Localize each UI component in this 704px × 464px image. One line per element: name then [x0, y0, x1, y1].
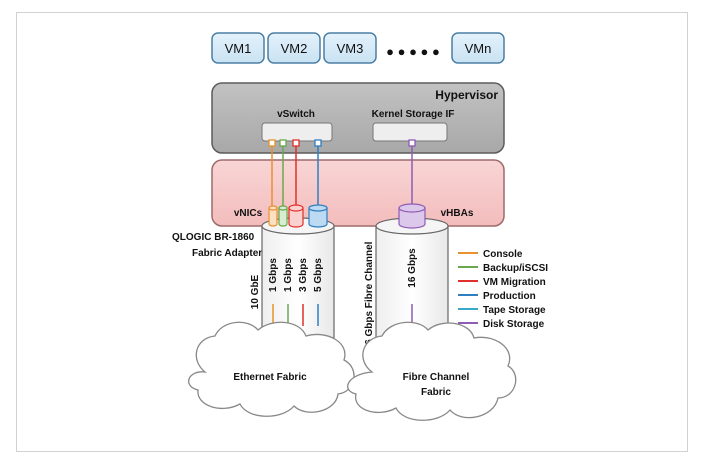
vhba-port-disk — [408, 139, 416, 147]
vhba-channel — [398, 139, 426, 229]
vnic-cyl-backup — [278, 207, 288, 227]
vnic-port-migration — [292, 139, 300, 147]
vnic-cyl-backup-top — [278, 205, 288, 211]
vm-box-3 — [323, 32, 377, 64]
fc-cloud-shape — [347, 321, 517, 421]
ethernet-cloud: Ethernet Fabric — [188, 321, 355, 417]
vhba-cyl-disk-top — [398, 203, 426, 213]
vnic-port-production — [314, 139, 322, 147]
legend-label-disk: Disk Storage — [483, 319, 545, 330]
vm-label-n: VMn — [465, 41, 492, 56]
kernel-storage-label: Kernel Storage IF — [372, 109, 455, 120]
eth-channel-label-1: 1 Gbps — [268, 258, 279, 292]
vnic-cyl-console — [268, 207, 278, 227]
vm-ellipsis: ● ● ● ● ● — [386, 44, 440, 59]
vnic-cyl-production-top — [308, 204, 328, 212]
vm-label-3: VM3 — [337, 41, 364, 56]
legend: Console Backup/iSCSI VM Migration Produc… — [458, 249, 548, 330]
fc-cloud-label-line2: Fabric — [421, 387, 451, 398]
legend-label-production: Production — [483, 291, 536, 302]
vnic-cyl-migration — [288, 207, 304, 228]
legend-label-backup: Backup/iSCSI — [483, 263, 548, 274]
vswitch-label: vSwitch — [277, 109, 315, 120]
fc-total-label: 16 Gbps Fibre Channel — [364, 241, 375, 350]
vnic-cylinders — [268, 204, 328, 228]
vnic-cyl-migration-top — [288, 204, 304, 212]
vnics-label: vNICs — [234, 208, 263, 219]
vm-label-2: VM2 — [281, 41, 308, 56]
vswitch-box — [261, 122, 333, 142]
vnic-port-backup — [279, 139, 287, 147]
eth-channel-label-4: 5 Gbps — [313, 258, 324, 292]
adapter-name-line1: QLOGIC BR-1860 — [172, 232, 255, 243]
ethernet-cloud-shape — [188, 321, 355, 417]
hypervisor-block: Hypervisor vSwitch Kernel Storage IF — [211, 82, 505, 154]
vnic-port-console — [268, 139, 276, 147]
vnic-cyl-console-top — [268, 205, 278, 211]
ethernet-total-label: 10 GbE — [250, 274, 261, 309]
vm-box-2 — [267, 32, 321, 64]
legend-label-console: Console — [483, 249, 523, 260]
vnic-channels — [268, 139, 322, 206]
fc-cloud: Fibre Channel Fabric — [347, 321, 517, 421]
legend-label-migration: VM Migration — [483, 277, 546, 288]
legend-label-tape: Tape Storage — [483, 305, 546, 316]
vhba-cyl-disk — [398, 207, 426, 229]
vm-label-1: VM1 — [225, 41, 252, 56]
vhbas-label: vHBAs — [441, 208, 474, 219]
adapter-block: vNICs vHBAs QLOGIC BR-1860 Fabric Adapte… — [172, 159, 505, 259]
vnic-cyl-production — [308, 207, 328, 228]
vm-box-1 — [211, 32, 265, 64]
vm-box-n — [451, 32, 505, 64]
hypervisor-title: Hypervisor — [435, 88, 498, 102]
eth-channel-label-3: 3 Gbps — [298, 258, 309, 292]
adapter-name-line2: Fabric Adapter — [192, 248, 262, 259]
ethernet-cloud-label: Ethernet Fabric — [233, 372, 307, 383]
vm-row: VM1 VM2 VM3 ● ● ● ● ● VMn — [211, 32, 505, 64]
fc-cloud-label-line1: Fibre Channel — [403, 372, 470, 383]
fc-channel-label-1: 16 Gbps — [407, 248, 418, 288]
eth-channel-label-2: 1 Gbps — [283, 258, 294, 292]
kernel-storage-box — [372, 122, 448, 142]
